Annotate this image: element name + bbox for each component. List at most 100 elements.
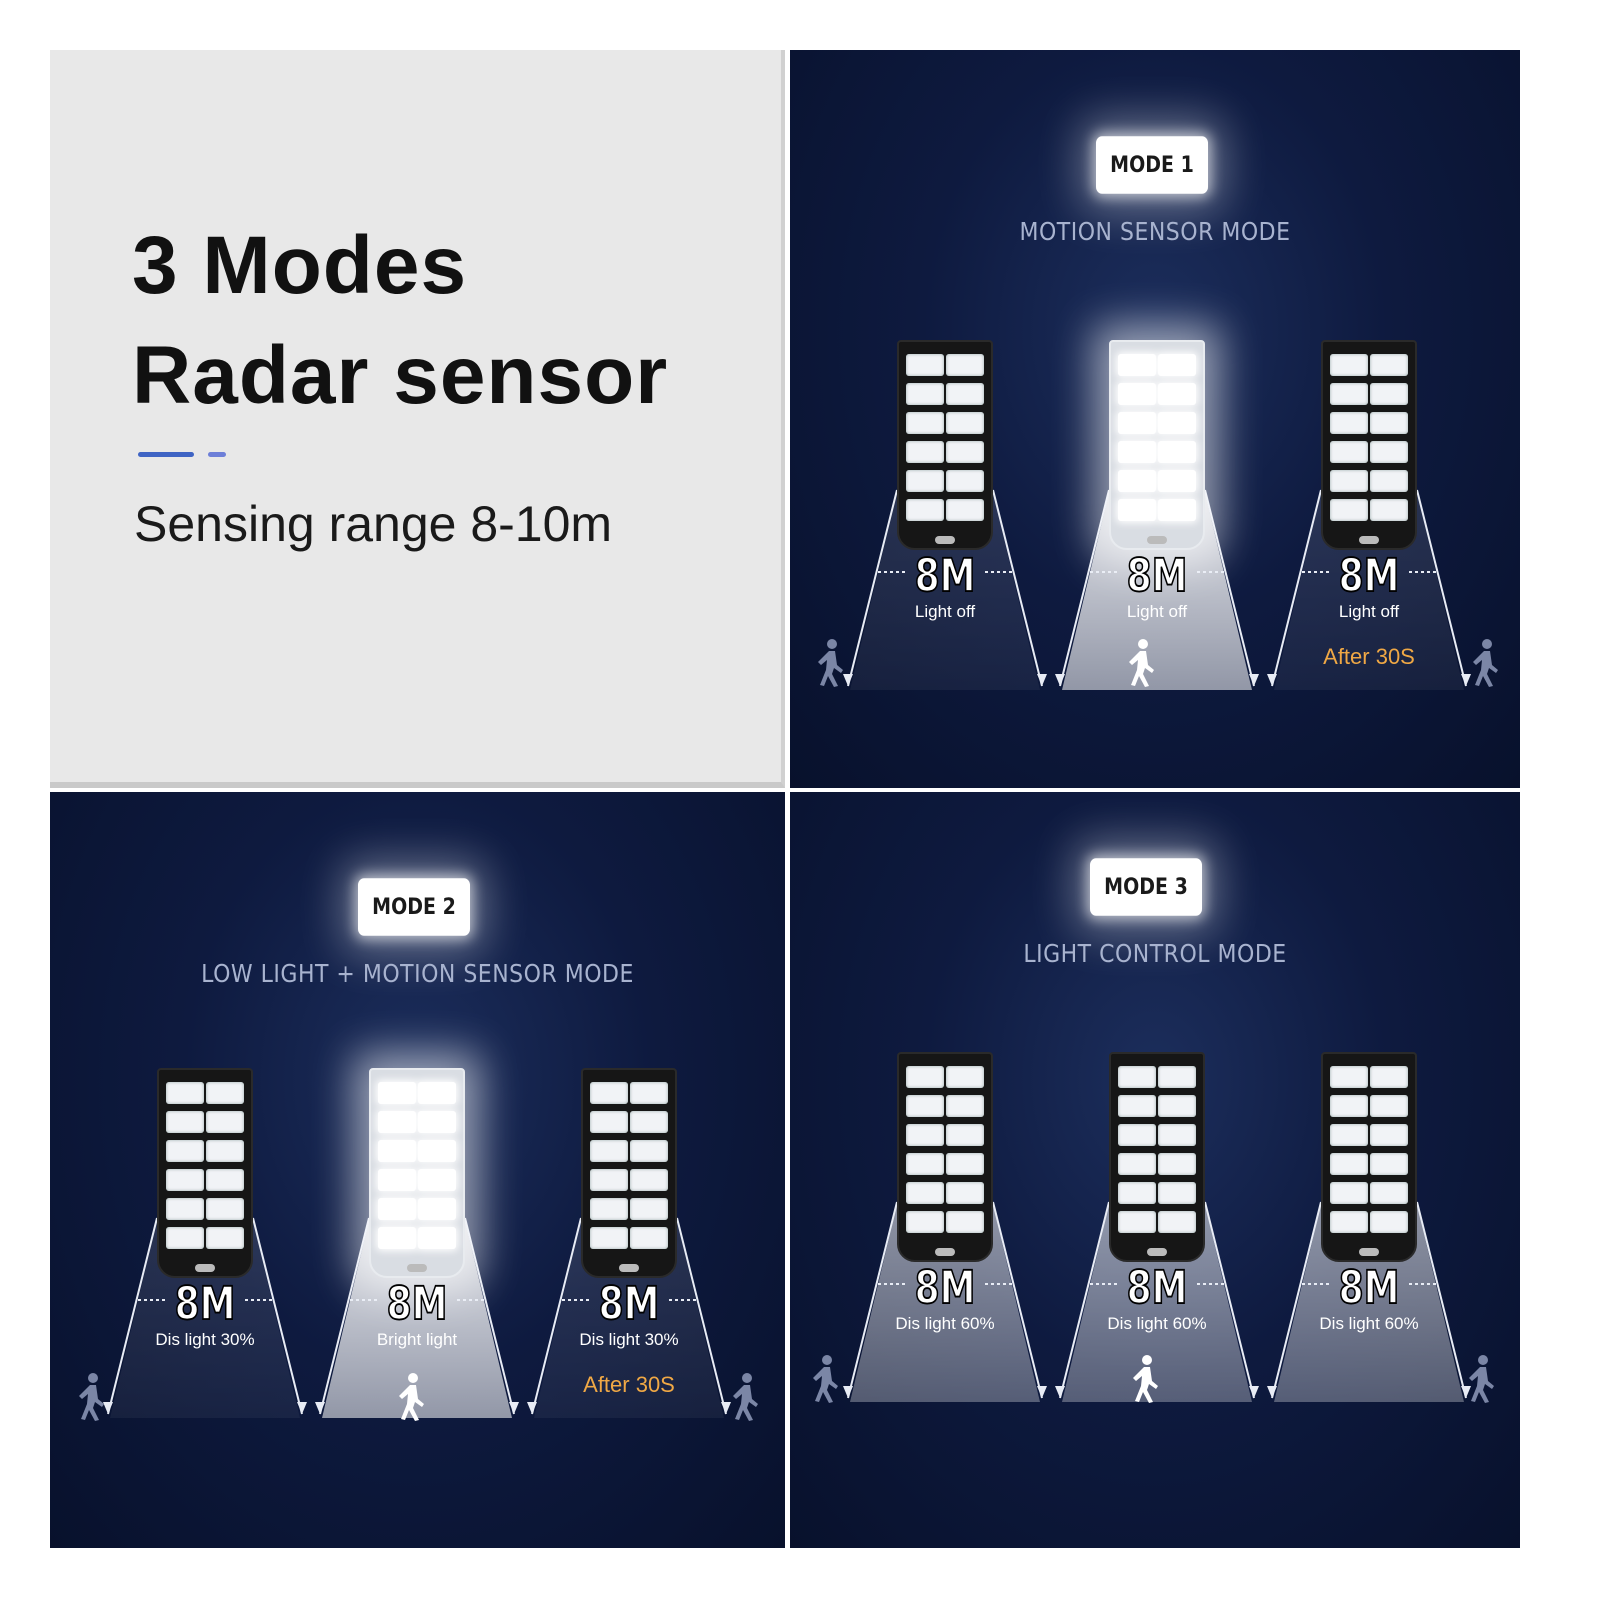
led-cell	[906, 470, 944, 492]
light-state-label: Bright light	[376, 1330, 458, 1349]
arrow-head	[843, 1386, 853, 1398]
led-cell	[590, 1111, 628, 1133]
led-cell	[378, 1140, 416, 1162]
led-cell	[418, 1140, 456, 1162]
light-state-label: Dis light 30%	[155, 1330, 255, 1349]
arrow-head	[509, 1402, 519, 1414]
led-cell	[1330, 383, 1368, 405]
arrow-head	[297, 1402, 307, 1414]
walking-person-icon	[76, 1372, 106, 1422]
led-cell	[630, 1111, 668, 1133]
led-cell	[630, 1140, 668, 1162]
led-cell	[1118, 441, 1156, 463]
range-line	[531, 1217, 582, 1415]
walking-person-icon	[815, 638, 845, 688]
distance-label: 8M	[914, 550, 976, 603]
led-cell	[906, 1211, 944, 1233]
led-cell	[378, 1169, 416, 1191]
light-state-label: Dis light 60%	[1107, 1314, 1207, 1333]
led-cell	[1330, 499, 1368, 521]
led-cell	[1158, 470, 1196, 492]
led-cell	[946, 383, 984, 405]
street-lamp-icon	[897, 1052, 993, 1262]
led-cell	[1118, 1124, 1156, 1146]
light-state-label: Dis light 30%	[579, 1330, 679, 1349]
led-cell	[1118, 383, 1156, 405]
led-cell	[946, 470, 984, 492]
range-line	[107, 1217, 158, 1415]
led-cell	[1330, 354, 1368, 376]
range-line	[1204, 489, 1255, 687]
led-cell	[1118, 499, 1156, 521]
led-cell	[1330, 1124, 1368, 1146]
led-cell	[946, 1153, 984, 1175]
led-cell	[1370, 441, 1408, 463]
street-lamp-icon	[1321, 340, 1417, 550]
radar-sensor-icon	[407, 1264, 427, 1272]
led-cell	[906, 1124, 944, 1146]
arrow-head	[315, 1402, 325, 1414]
arrow-head	[721, 1402, 731, 1414]
after-delay-label: After 30S	[583, 1372, 675, 1397]
street-lamp-icon	[369, 1068, 465, 1278]
mode2-subtitle: LOW LIGHT + MOTION SENSOR MODE	[201, 960, 634, 989]
street-lamp-icon	[1321, 1052, 1417, 1262]
led-cell	[1370, 1153, 1408, 1175]
led-cell	[1330, 1066, 1368, 1088]
arrow-head	[843, 674, 853, 686]
led-cell	[1330, 470, 1368, 492]
led-cell	[1158, 1153, 1196, 1175]
radar-sensor-icon	[1359, 1248, 1379, 1256]
led-cell	[906, 499, 944, 521]
radar-sensor-icon	[1147, 1248, 1167, 1256]
arrow-head	[1055, 1386, 1065, 1398]
led-cell	[630, 1082, 668, 1104]
radar-sensor-icon	[619, 1264, 639, 1272]
range-line	[1416, 1201, 1467, 1399]
led-cell	[1118, 354, 1156, 376]
led-cell	[1330, 1153, 1368, 1175]
led-cell	[946, 1095, 984, 1117]
mode3-badge: MODE 3	[1090, 858, 1202, 916]
led-cell	[590, 1082, 628, 1104]
arrow-head	[1249, 674, 1259, 686]
led-cell	[946, 354, 984, 376]
sensing-range-text: Sensing range 8-10m	[134, 496, 613, 552]
accent-dash-long	[138, 452, 194, 457]
led-cell	[1118, 1095, 1156, 1117]
led-cell	[906, 1153, 944, 1175]
range-line	[992, 1201, 1043, 1399]
range-line	[1059, 1201, 1110, 1399]
street-lamp-icon	[897, 340, 993, 550]
led-cell	[166, 1111, 204, 1133]
led-cell	[946, 1066, 984, 1088]
walking-person-icon	[1470, 638, 1500, 688]
led-cell	[166, 1169, 204, 1191]
range-line	[252, 1217, 303, 1415]
led-cell	[1158, 1124, 1196, 1146]
led-cell	[946, 1182, 984, 1204]
led-cell	[418, 1111, 456, 1133]
radar-sensor-icon	[1147, 536, 1167, 544]
led-cell	[630, 1169, 668, 1191]
led-cell	[1158, 1182, 1196, 1204]
led-cell	[1158, 383, 1196, 405]
arrow-head	[103, 1402, 113, 1414]
led-cell	[1370, 1066, 1408, 1088]
arrow-head	[1055, 674, 1065, 686]
range-line	[464, 1217, 515, 1415]
led-cell	[1158, 499, 1196, 521]
led-cell	[418, 1198, 456, 1220]
led-cell	[166, 1140, 204, 1162]
range-line	[1271, 1201, 1322, 1399]
led-cell	[378, 1082, 416, 1104]
led-cell	[206, 1169, 244, 1191]
led-cell	[1158, 1211, 1196, 1233]
mode2-panel: MODE 2 LOW LIGHT + MOTION SENSOR MODE 8M…	[50, 792, 785, 1548]
arrow-head	[1267, 1386, 1277, 1398]
accent-dash-short	[208, 452, 226, 457]
led-cell	[590, 1227, 628, 1249]
